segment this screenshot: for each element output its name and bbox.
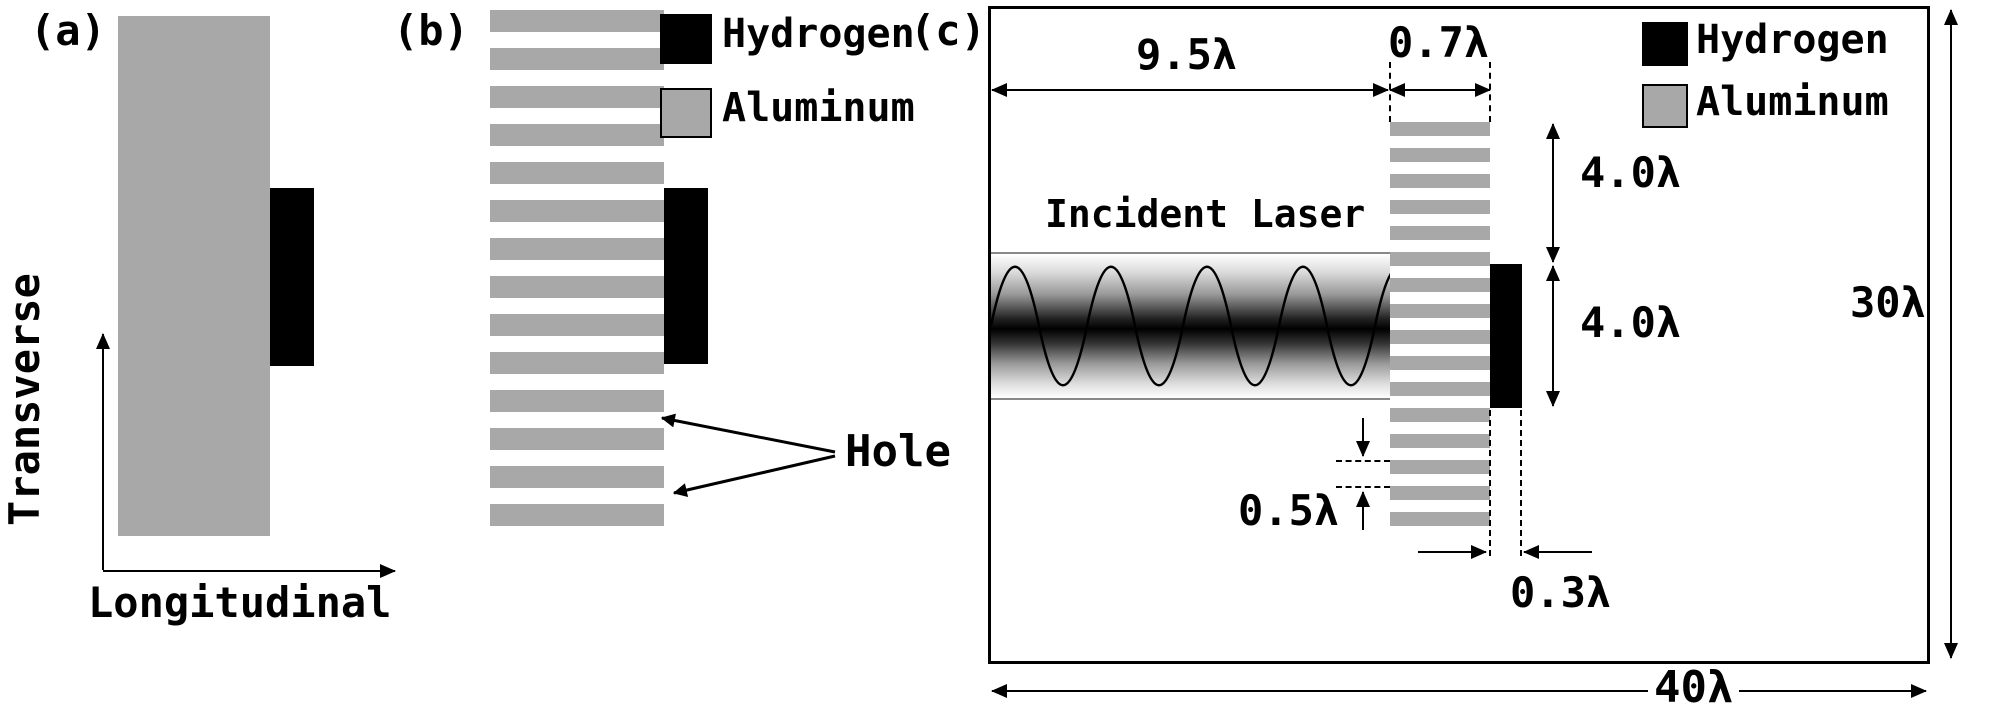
aluminum-slab-a xyxy=(118,16,270,536)
dim-label-9-5-lambda: 9.5λ xyxy=(1136,30,1238,79)
dim-arrow-0-3-right xyxy=(1523,545,1592,559)
hole-label: Hole xyxy=(845,426,951,477)
guide-dash-hydrogen-right xyxy=(1520,410,1522,556)
incident-laser-label: Incident Laser xyxy=(1045,192,1366,236)
striped-target-b xyxy=(490,10,664,532)
striped-target-c xyxy=(1390,122,1490,526)
dim-label-0-5-lambda: 0.5λ xyxy=(1238,486,1340,535)
hydrogen-swatch-icon xyxy=(660,14,712,64)
dim-label-30-lambda: 30λ xyxy=(1850,278,1926,327)
dim-arrow-9-5-lambda xyxy=(991,83,1389,97)
guide-dash-target-left xyxy=(1389,62,1391,122)
hydrogen-block-b xyxy=(664,188,708,364)
dim-arrow-4-0-lower xyxy=(1546,265,1560,407)
dim-label-4-0-upper: 4.0λ xyxy=(1580,148,1682,197)
dim-arrow-0-7-lambda xyxy=(1389,83,1491,97)
longitudinal-axis-label: Longitudinal xyxy=(88,578,392,627)
dim-arrow-40-lambda xyxy=(991,684,1927,698)
legend-b-hydrogen-label: Hydrogen xyxy=(722,11,915,57)
panel-a-label: (a) xyxy=(30,6,106,55)
aluminum-swatch-icon xyxy=(660,88,712,138)
legend-c-aluminum-label: Aluminum xyxy=(1696,79,1889,125)
legend-c-hydrogen-label: Hydrogen xyxy=(1696,17,1889,63)
hole-pointer-arrows-icon xyxy=(660,413,836,497)
dim-arrow-0-5-up xyxy=(1356,491,1370,530)
transverse-axis-arrow xyxy=(96,333,110,570)
dim-label-0-7-lambda: 0.7λ xyxy=(1388,18,1490,67)
dim-arrow-0-3-left xyxy=(1418,545,1487,559)
dim-label-40-lambda: 40λ xyxy=(1648,663,1740,713)
laser-beam xyxy=(991,252,1390,400)
laser-wave-icon xyxy=(991,265,1390,387)
dim-arrow-30-lambda xyxy=(1944,9,1958,659)
dim-arrow-4-0-upper xyxy=(1546,123,1560,263)
legend-b-aluminum-label: Aluminum xyxy=(722,85,915,131)
dim-arrow-0-5-down xyxy=(1356,418,1370,457)
guide-dash-target-right xyxy=(1489,62,1491,122)
guide-dash-hydrogen-left xyxy=(1489,410,1491,556)
longitudinal-axis-arrow xyxy=(103,564,396,578)
dim-label-4-0-lower: 4.0λ xyxy=(1580,298,1682,347)
hydrogen-swatch-icon xyxy=(1642,22,1688,66)
transverse-axis-label: Transverse xyxy=(0,273,49,527)
hydrogen-block-c xyxy=(1490,264,1522,408)
panel-c-label: (c) xyxy=(910,6,986,55)
dim-label-0-3-lambda: 0.3λ xyxy=(1510,568,1612,617)
panel-b-label: (b) xyxy=(393,6,469,55)
guide-dash-stripe-top xyxy=(1336,460,1390,462)
hydrogen-block-a xyxy=(270,188,314,366)
aluminum-swatch-icon xyxy=(1642,84,1688,128)
guide-dash-stripe-bottom xyxy=(1336,486,1390,488)
